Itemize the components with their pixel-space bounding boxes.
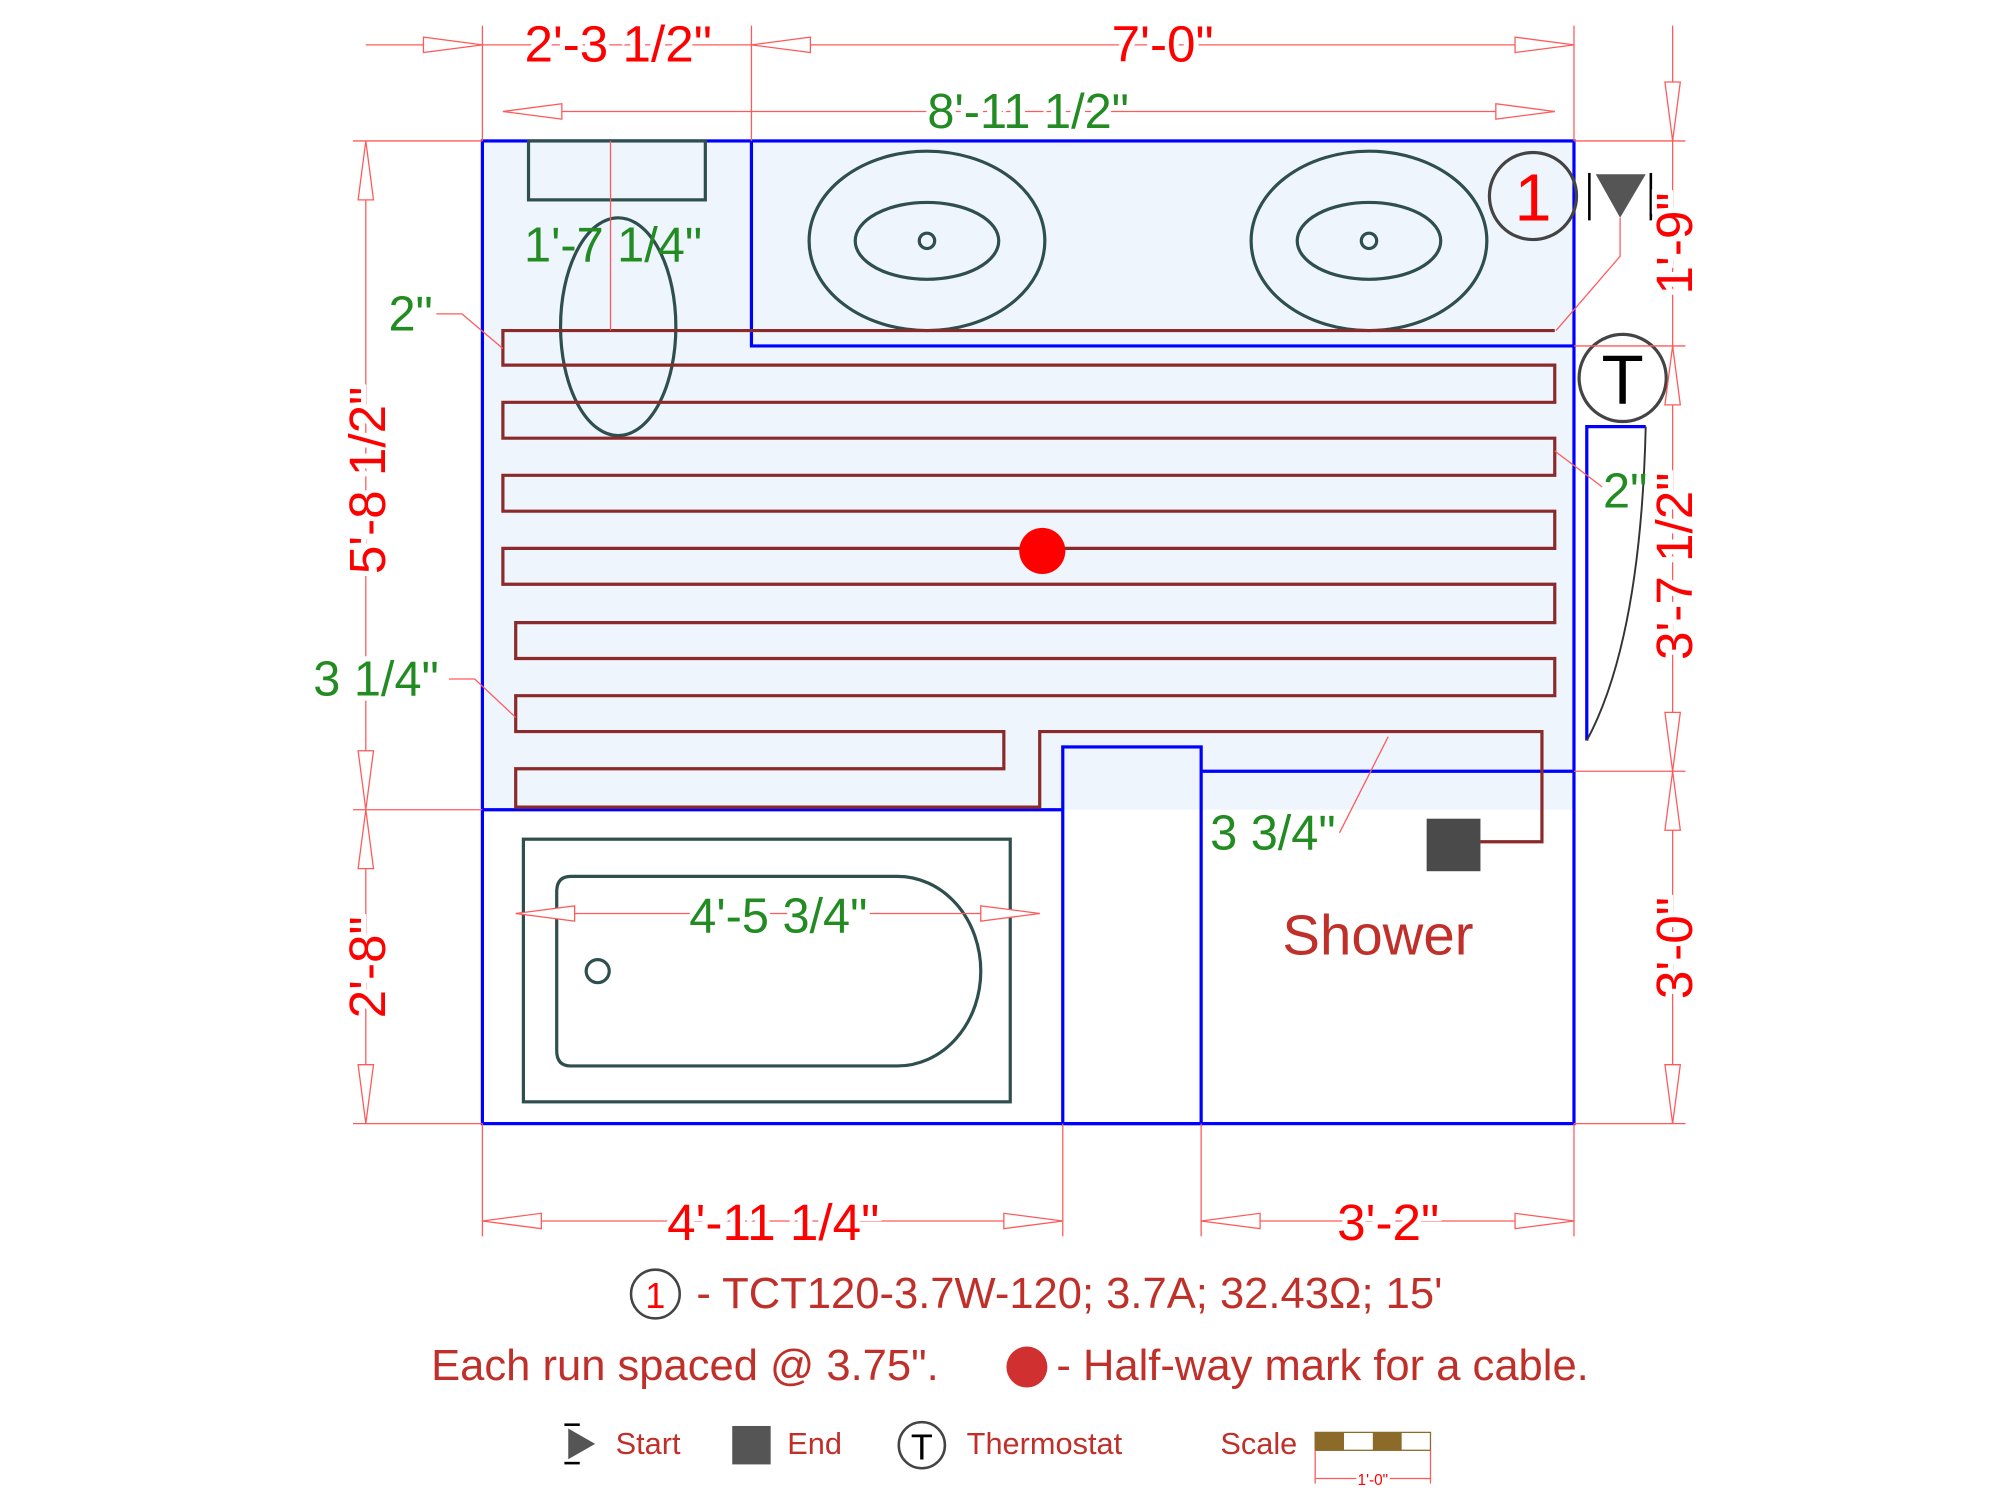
legend-cable-number: 1 xyxy=(645,1276,665,1316)
dim-left-height: 5'-8 1/2" xyxy=(339,387,396,574)
thermostat-marker: T xyxy=(1577,332,1668,424)
start-legend-icon xyxy=(564,1423,596,1465)
legend: 1 - TCT120-3.7W-120; 3.7A; 32.43Ω; 15' E… xyxy=(431,1268,1589,1491)
toilet xyxy=(526,139,707,438)
legend-cable-spec: - TCT120-3.7W-120; 3.7A; 32.43Ω; 15' xyxy=(696,1270,1442,1318)
scale-bar xyxy=(1314,1431,1432,1484)
walls xyxy=(480,139,1647,1126)
dim-bottom-right: 3'-2" xyxy=(1337,1194,1439,1251)
legend-spacing: Each run spaced @ 3.75". xyxy=(431,1342,939,1390)
dim-toilet-offset: 1'-7 1/4" xyxy=(524,218,702,272)
dim-top-right: 7'-0" xyxy=(1112,15,1214,72)
heating-cable xyxy=(501,328,1557,844)
dim-left-gap-top: 2" xyxy=(388,288,432,342)
dim-right-bottom: 3'-0" xyxy=(1646,897,1703,999)
cable-number-legend-icon xyxy=(629,1268,681,1320)
thermostat-legend-icon xyxy=(897,1420,947,1470)
dim-shower-gap: 3 3/4" xyxy=(1210,806,1336,860)
dim-tub-height: 2'-8" xyxy=(339,916,396,1018)
cable-number-marker: 1 xyxy=(1487,150,1579,242)
start-icon xyxy=(1555,172,1653,331)
legend-halfway: - Half-way mark for a cable. xyxy=(1056,1342,1588,1390)
svg-text:T: T xyxy=(1602,341,1644,419)
dim-left-gap-bottom: 3 1/4" xyxy=(313,653,439,707)
legend-thermostat-symbol: T xyxy=(911,1427,933,1467)
dim-right-mid: 3'-7 1/2" xyxy=(1646,473,1703,660)
shower-label: Shower xyxy=(1282,903,1473,966)
bathtub xyxy=(521,837,1012,1104)
legend-start: Start xyxy=(616,1426,681,1461)
legend-end: End xyxy=(787,1426,842,1461)
end-legend-icon xyxy=(732,1425,771,1465)
dimension-labels: 2'-3 1/2" 7'-0" 8'-11 1/2" 1'-7 1/4" 2" … xyxy=(308,10,1708,1256)
legend-thermostat: Thermostat xyxy=(967,1426,1123,1461)
dimension-lines xyxy=(352,25,1686,1237)
dim-bottom-left: 4'-11 1/4" xyxy=(667,1194,879,1251)
dim-right-top: 1'-9" xyxy=(1646,192,1703,294)
legend-scale: Scale xyxy=(1220,1426,1297,1461)
dim-top-left: 2'-3 1/2" xyxy=(524,15,711,72)
svg-text:1: 1 xyxy=(1514,161,1551,235)
legend-scale-length: 1'-0" xyxy=(1358,1472,1389,1489)
dim-tub-width: 4'-5 3/4" xyxy=(689,890,867,944)
dim-inner-width: 8'-11 1/2" xyxy=(927,85,1129,139)
end-icon xyxy=(1426,818,1481,872)
dim-right-gap: 2" xyxy=(1603,464,1647,518)
halfway-mark xyxy=(1019,527,1066,574)
halfway-legend-icon xyxy=(1006,1346,1048,1388)
